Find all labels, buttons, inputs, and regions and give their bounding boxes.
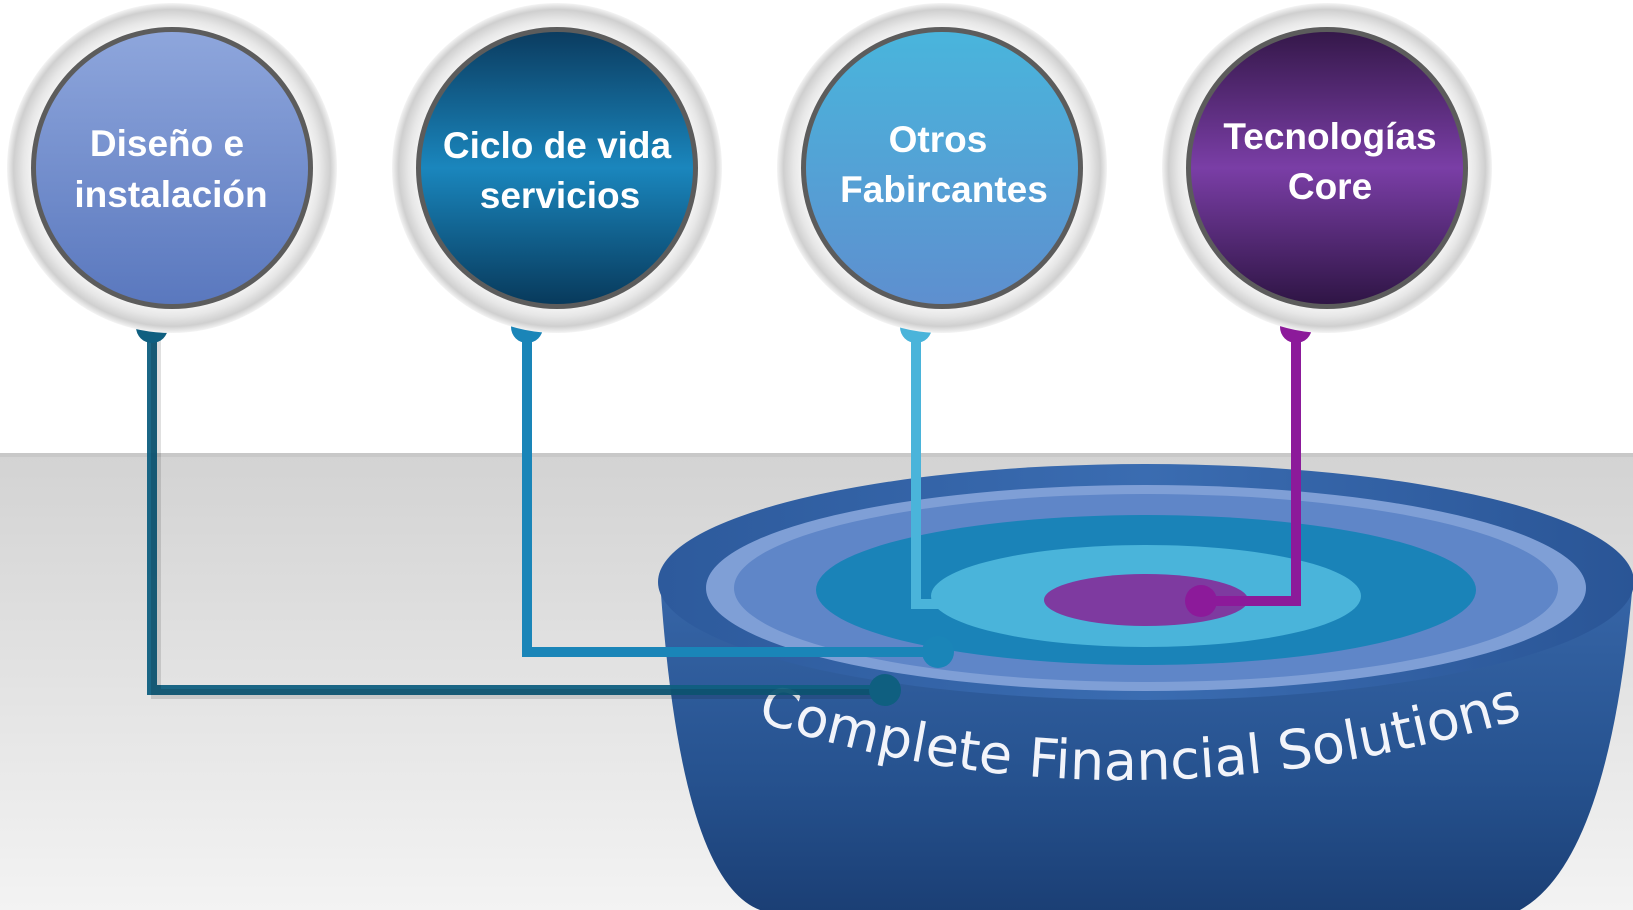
floor-edge [0, 453, 1633, 457]
connector-tecnologias [1200, 327, 1301, 606]
circle-tecnologias-line2: Core [1288, 166, 1372, 207]
circle-ciclo-line2: servicios [480, 175, 640, 216]
connector-dot-tecnologias-end [1185, 585, 1217, 617]
circle-fill [421, 32, 693, 304]
circle-tecnologias-line1: Tecnologías [1223, 116, 1436, 157]
circle-fill [806, 32, 1078, 304]
circle-diseno: Diseño e instalación [7, 3, 337, 333]
circle-tecnologias: Tecnologías Core [1162, 3, 1492, 333]
connector-diseno [147, 327, 888, 695]
connector-dot-ciclo-end [922, 636, 954, 668]
connector-otros [911, 327, 1012, 609]
circle-otros: Otros Fabircantes [777, 3, 1107, 333]
circle-ciclo: Ciclo de vida servicios [392, 3, 722, 333]
connector-ciclo [522, 327, 940, 657]
circle-fill [36, 32, 308, 304]
circle-fill [1191, 32, 1463, 304]
connector-diseno-shadow [151, 330, 892, 699]
connector-dot-diseno-end [869, 674, 901, 706]
circle-otros-line1: Otros [889, 119, 988, 160]
circle-otros-line2: Fabircantes [840, 169, 1048, 210]
circle-diseno-line2: instalación [74, 174, 267, 215]
circle-ciclo-line1: Ciclo de vida [443, 125, 672, 166]
connector-dot-otros-end [995, 589, 1025, 619]
circle-diseno-line1: Diseño e [90, 123, 244, 164]
bowl: Complete Financial Solutions [658, 464, 1633, 910]
